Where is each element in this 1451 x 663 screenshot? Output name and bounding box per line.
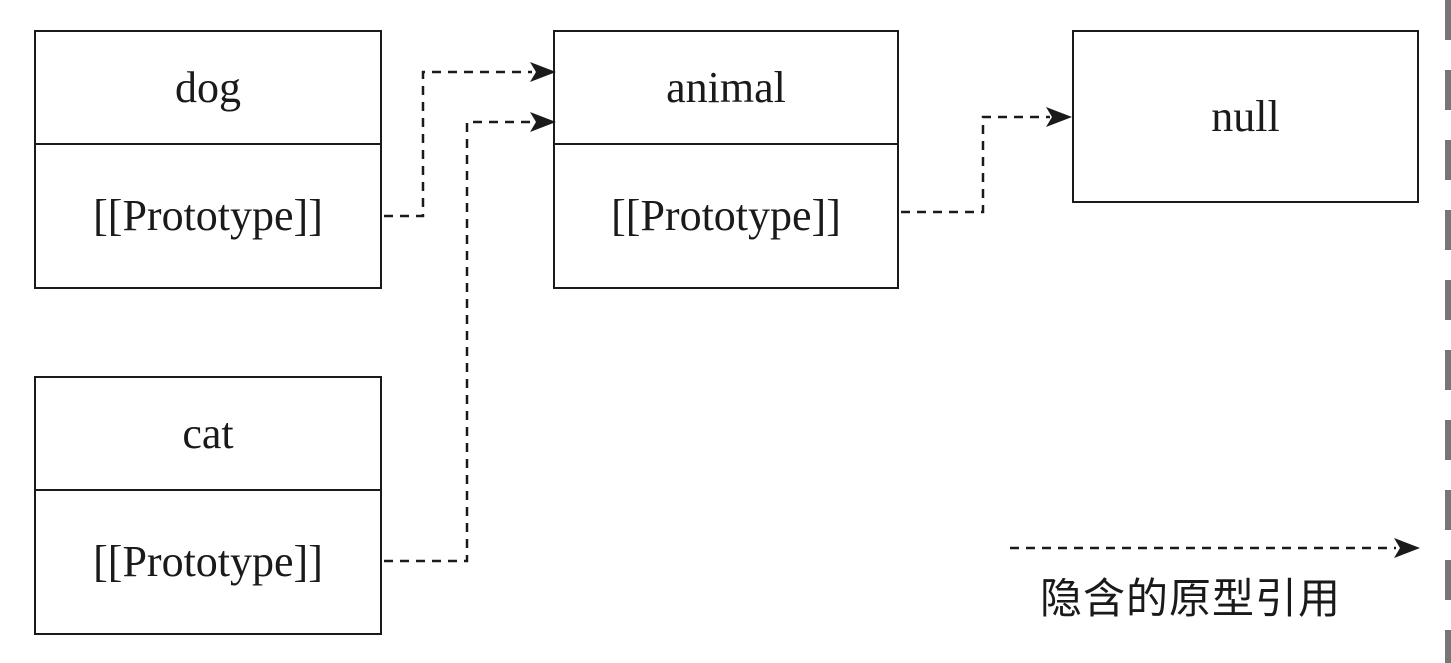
object-box-dog: dog [[Prototype]] bbox=[34, 30, 382, 289]
object-box-animal: animal [[Prototype]] bbox=[553, 30, 899, 289]
link-cat-to-animal bbox=[384, 112, 556, 563]
scan-edge-artifact bbox=[1445, 0, 1451, 663]
object-box-cat: cat [[Prototype]] bbox=[34, 376, 382, 635]
link-dog-to-animal bbox=[384, 62, 556, 218]
legend-dashed-arrow bbox=[1010, 538, 1420, 558]
object-name-cat: cat bbox=[36, 378, 380, 491]
prototype-slot-dog: [[Prototype]] bbox=[93, 191, 323, 240]
link-animal-to-null bbox=[901, 107, 1072, 214]
arrowhead-icon bbox=[1394, 538, 1420, 558]
arrowhead-icon bbox=[1046, 107, 1072, 127]
legend-label: 隐含的原型引用 bbox=[1040, 574, 1342, 623]
object-box-null: null bbox=[1072, 30, 1419, 203]
object-name-animal: animal bbox=[555, 32, 897, 145]
prototype-slot-animal: [[Prototype]] bbox=[611, 191, 841, 240]
prototype-slot-cat: [[Prototype]] bbox=[93, 537, 323, 586]
object-name-dog: dog bbox=[36, 32, 380, 145]
object-name-null: null bbox=[1211, 91, 1280, 141]
